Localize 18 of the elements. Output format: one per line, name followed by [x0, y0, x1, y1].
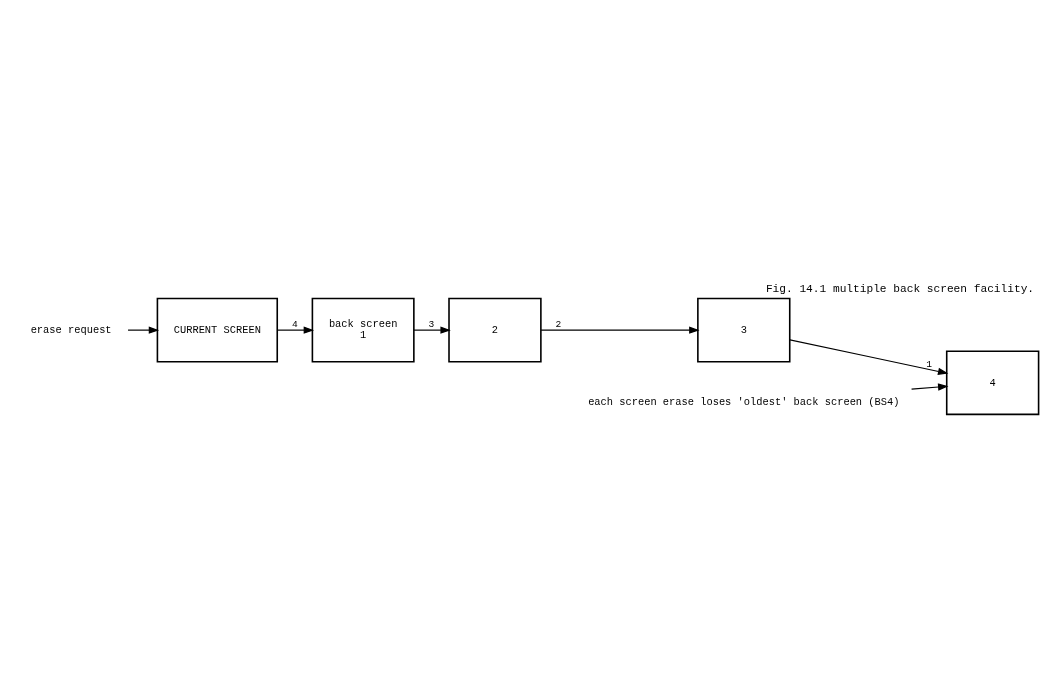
- edge-label: 2: [555, 319, 562, 331]
- node-text: erase request: [30, 323, 112, 336]
- node-box: back screen 1: [311, 297, 415, 363]
- edge-label: 4: [291, 319, 298, 331]
- arrow: [789, 339, 949, 375]
- edge-label: 1: [926, 359, 933, 371]
- node-box: CURRENT SCREEN: [156, 297, 279, 363]
- arrow: [127, 326, 160, 334]
- node-box: 4: [945, 350, 1040, 416]
- node-box: 3: [697, 297, 791, 363]
- node-box: 2: [448, 297, 542, 363]
- diagram-title: Fig. 14.1 multiple back screen facility.: [765, 283, 1035, 296]
- arrow: [413, 326, 451, 334]
- arrow: [276, 326, 315, 334]
- node-text: each screen erase loses 'oldest' back screen (BS4): [588, 395, 900, 408]
- arrow: [540, 326, 700, 334]
- edge-label: 3: [428, 319, 435, 331]
- arrow: [911, 383, 949, 391]
